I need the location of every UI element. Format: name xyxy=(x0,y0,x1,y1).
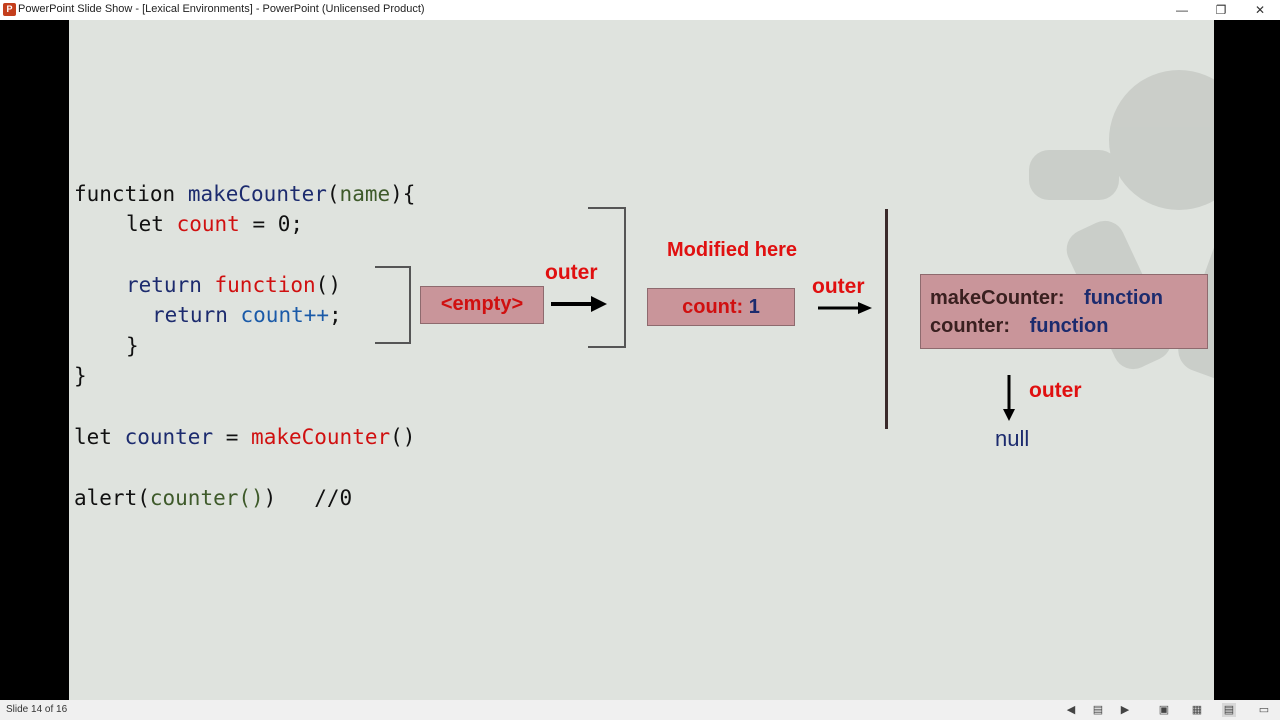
param: name xyxy=(339,182,391,206)
arrow-down xyxy=(1003,375,1015,421)
paren: ( xyxy=(326,182,340,206)
global-env-row-1: makeCounter: function xyxy=(930,287,1163,310)
outer-label-3: outer xyxy=(1029,379,1082,402)
code-line-5: } xyxy=(126,334,139,358)
keyword: return xyxy=(152,303,228,327)
global-env-row-2: counter: function xyxy=(930,315,1108,338)
slide-sorter-icon[interactable]: ▦ xyxy=(1191,704,1203,716)
function-name: makeCounter xyxy=(251,425,391,449)
normal-view-icon[interactable]: ▣ xyxy=(1158,704,1170,716)
window-title: PowerPoint Slide Show - [Lexical Environ… xyxy=(18,3,425,15)
status-bar: Slide 14 of 16 ◀ ▤ ▶ ▣ ▦ ▤ ▭ xyxy=(0,700,1280,720)
slide[interactable]: function makeCounter(name){ let count = … xyxy=(69,20,1214,700)
code-line-8: alert(counter()) //0 xyxy=(74,486,352,510)
code-line-6: } xyxy=(74,364,87,388)
minimize-button[interactable]: — xyxy=(1176,3,1188,17)
code-rest: () xyxy=(390,425,416,449)
outer-label-2: outer xyxy=(812,275,865,298)
keyword: let xyxy=(126,212,164,236)
modified-here-label: Modified here xyxy=(667,239,798,261)
paren: ( xyxy=(137,486,150,510)
close-button[interactable]: ✕ xyxy=(1254,3,1266,17)
keyword: return xyxy=(126,273,202,297)
keyword: let xyxy=(74,425,112,449)
slide-show-area[interactable]: function makeCounter(name){ let count = … xyxy=(0,20,1280,700)
code-rest: () xyxy=(315,273,341,297)
count-key: count: xyxy=(682,296,744,318)
row2-key: counter: xyxy=(930,315,1010,337)
title-bar: P PowerPoint Slide Show - [Lexical Envir… xyxy=(0,0,1280,20)
code-line-3: return function() xyxy=(126,273,341,297)
powerpoint-icon: P xyxy=(3,3,16,16)
variable: count xyxy=(176,212,240,236)
paren: ) xyxy=(263,486,277,510)
arrow-right-1 xyxy=(551,296,607,312)
row1-key: makeCounter: xyxy=(930,287,1065,309)
function-name: alert xyxy=(74,486,138,510)
global-env-divider xyxy=(885,209,888,429)
count-value: 1 xyxy=(748,296,760,318)
code-line-2: let count = 0; xyxy=(126,212,303,236)
reading-view-icon[interactable]: ▤ xyxy=(1222,703,1236,717)
function-name: makeCounter xyxy=(187,182,327,206)
empty-env-box: <empty> xyxy=(420,286,544,324)
code-rest: = 0; xyxy=(239,212,304,236)
slide-counter: Slide 14 of 16 xyxy=(6,704,68,715)
paren-brace: ){ xyxy=(390,182,416,206)
arrow-right-2 xyxy=(818,302,872,314)
makecounter-env-bracket xyxy=(588,207,626,348)
restore-button[interactable]: ❐ xyxy=(1215,3,1227,17)
keyword: function xyxy=(74,182,176,206)
operator: = xyxy=(213,425,252,449)
inner-function-bracket xyxy=(375,266,411,344)
call: counter() xyxy=(149,486,264,510)
comment: //0 xyxy=(314,486,353,510)
code-line-1: function makeCounter(name){ xyxy=(74,182,415,206)
next-slide-icon[interactable]: ▶ xyxy=(1120,704,1130,716)
outer-label-1: outer xyxy=(545,261,598,284)
count-env-content: count: 1 xyxy=(648,296,794,319)
row2-value: function xyxy=(1029,315,1109,337)
variable: counter xyxy=(124,425,214,449)
global-env-box: makeCounter: function counter: function xyxy=(920,274,1208,349)
code-rest: ; xyxy=(329,303,342,327)
code-line-7: let counter = makeCounter() xyxy=(74,425,415,449)
variable: count++ xyxy=(240,303,330,327)
empty-env-label: <empty> xyxy=(440,293,524,315)
function-keyword: function xyxy=(214,273,316,297)
code-line-4: return count++; xyxy=(152,303,342,327)
slide-menu-icon[interactable]: ▤ xyxy=(1092,704,1104,716)
count-env-box: count: 1 xyxy=(647,288,795,326)
slide-show-icon[interactable]: ▭ xyxy=(1258,704,1270,716)
previous-slide-icon[interactable]: ◀ xyxy=(1066,704,1076,716)
null-label: null xyxy=(995,426,1030,451)
row1-value: function xyxy=(1084,287,1163,309)
